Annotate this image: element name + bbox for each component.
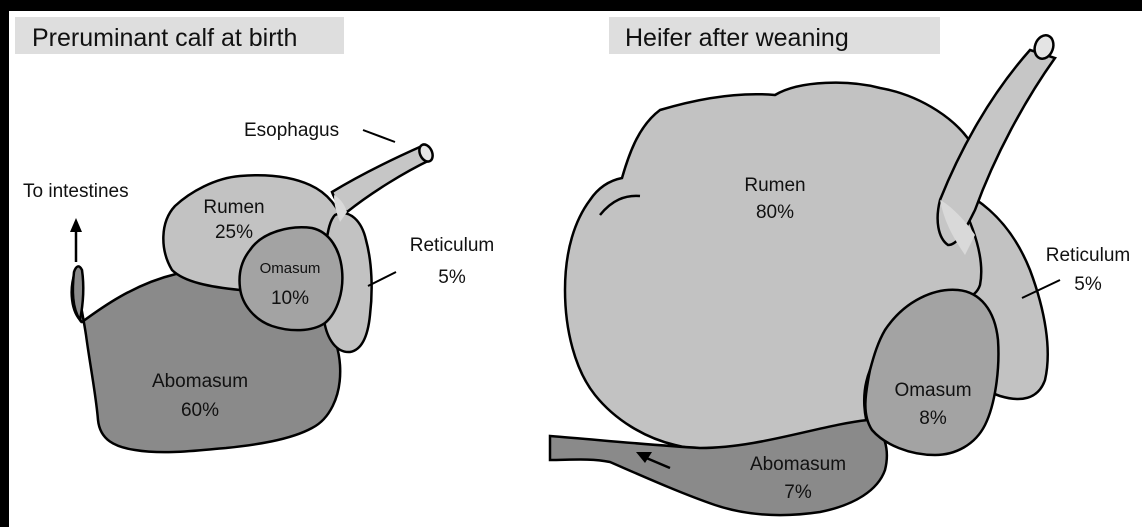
heifer-omasum-percent: 8% — [919, 408, 947, 429]
calf-intestines-label: To intestines — [23, 181, 129, 202]
calf-rumen-label: Rumen — [203, 197, 264, 218]
calf-rumen-percent: 25% — [215, 222, 253, 243]
heifer-omasum-label: Omasum — [894, 380, 971, 401]
calf-omasum-percent: 10% — [271, 288, 309, 309]
calf-reticulum-percent: 5% — [438, 267, 466, 288]
calf-omasum-label: Omasum — [260, 260, 321, 277]
calf-omasum — [239, 227, 342, 330]
heifer-rumen-percent: 80% — [756, 202, 794, 223]
calf-title: Preruminant calf at birth — [32, 24, 297, 52]
heifer-abomasum-label: Abomasum — [750, 454, 846, 475]
heifer-title: Heifer after weaning — [625, 24, 849, 52]
heifer-abomasum-percent: 7% — [784, 482, 812, 503]
calf-abomasum-percent: 60% — [181, 400, 219, 421]
calf-esophagus-label: Esophagus — [244, 120, 339, 141]
calf-reticulum-label: Reticulum — [410, 235, 494, 256]
calf-abomasum-label: Abomasum — [152, 371, 248, 392]
heifer-reticulum-percent: 5% — [1074, 274, 1102, 295]
heifer-rumen-label: Rumen — [744, 175, 805, 196]
heifer-reticulum-label: Reticulum — [1046, 245, 1130, 266]
